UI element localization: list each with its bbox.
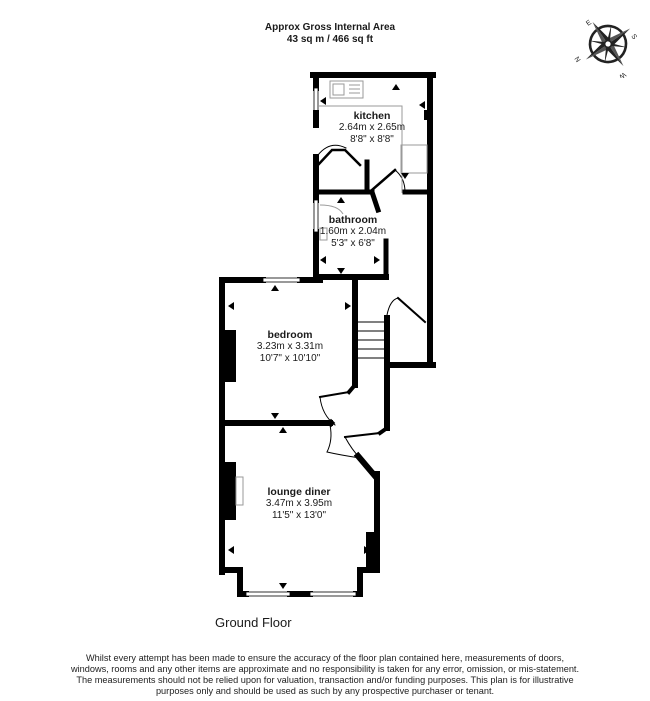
room-name: lounge diner [267, 486, 331, 498]
room-imperial: 11'5" x 13'0" [271, 510, 327, 521]
chimney-breast [222, 330, 236, 382]
compass-rose-icon: E S N W [574, 19, 638, 78]
disclaimer-text: Whilst every attempt has been made to en… [70, 653, 580, 696]
room-name: bathroom [328, 214, 378, 226]
room-imperial: 8'8" x 8'8" [350, 134, 394, 145]
hearth [235, 476, 244, 506]
floor-title: Ground Floor [215, 615, 292, 630]
room-metric: 1.60m x 2.04m [319, 226, 387, 237]
window [245, 591, 291, 597]
compass-s-label: S [629, 33, 638, 41]
room-name: kitchen [353, 110, 391, 122]
shower-tray [319, 204, 344, 215]
sink [329, 80, 364, 99]
room-label-kitchen: kitchen 2.64m x 2.65m 8'8" x 8'8" [337, 110, 407, 146]
room-imperial: 5'3" x 6'8" [331, 238, 375, 249]
area-header: Approx Gross Internal Area 43 sq m / 466… [200, 22, 460, 46]
room-metric: 2.64m x 2.65m [338, 122, 406, 133]
room-name: bedroom [267, 329, 313, 341]
appliance [400, 144, 428, 174]
room-label-lounge-diner: lounge diner 3.47m x 3.95m 11'5" x 13'0" [259, 486, 339, 522]
area-title: Approx Gross Internal Area [264, 22, 396, 33]
room-label-bathroom: bathroom 1.60m x 2.04m 5'3" x 6'8" [318, 214, 388, 250]
chimney-breast [222, 462, 236, 520]
window [262, 277, 301, 283]
compass-e-label: E [585, 19, 593, 28]
room-imperial: 10'7" x 10'10" [259, 353, 321, 364]
window [313, 199, 319, 233]
window [309, 591, 357, 597]
compass-w-label: W [617, 70, 627, 78]
compass-n-label: N [574, 55, 583, 63]
chimney-breast [366, 532, 377, 572]
room-metric: 3.23m x 3.31m [256, 341, 324, 352]
area-value: 43 sq m / 466 sq ft [286, 34, 374, 45]
room-metric: 3.47m x 3.95m [265, 498, 333, 509]
room-label-bedroom: bedroom 3.23m x 3.31m 10'7" x 10'10" [250, 329, 330, 365]
